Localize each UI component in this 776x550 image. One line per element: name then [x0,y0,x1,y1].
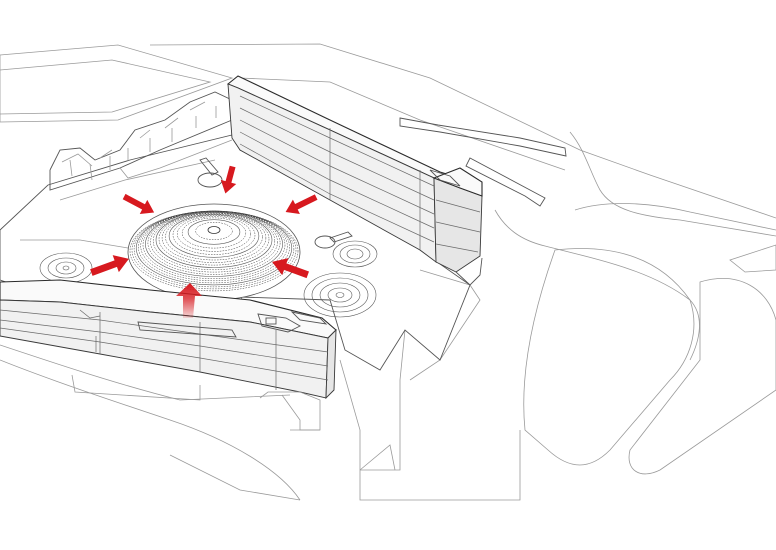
central-dome [128,204,300,300]
arrow-north [218,164,241,195]
historic-row-buildings [50,92,232,190]
ring-cluster-east [333,241,377,267]
street-network [0,44,776,500]
arrow-west [88,250,132,281]
ring-cluster-southeast [304,273,376,317]
southwest-step [282,395,320,430]
field-inner-edge [0,60,210,114]
plaza-road-curve [495,210,699,360]
south-road [340,360,520,500]
arrow-northwest [120,189,158,219]
ring-cluster-west [40,253,92,283]
south-road-edge [360,330,405,470]
southwest-planter [72,375,200,400]
arrow-northeast [282,190,320,219]
corner-parcel [730,245,776,272]
east-road-edge [570,132,776,236]
south-island [360,445,395,470]
west-terrace [20,240,140,250]
pavilion-east-canopy [330,232,352,242]
row-windows [70,106,216,180]
east-parcel [524,248,694,465]
planter-strip [400,118,566,156]
southwest-curve [170,455,300,500]
row-gables [62,102,205,166]
row-base [120,140,232,178]
south-building-end [326,330,336,398]
south-slab-building [0,280,336,430]
southeast-parcel [629,278,776,473]
pavilion-north [198,173,222,187]
south-podium-steps [260,392,320,430]
pavilion-canopy [200,158,218,175]
